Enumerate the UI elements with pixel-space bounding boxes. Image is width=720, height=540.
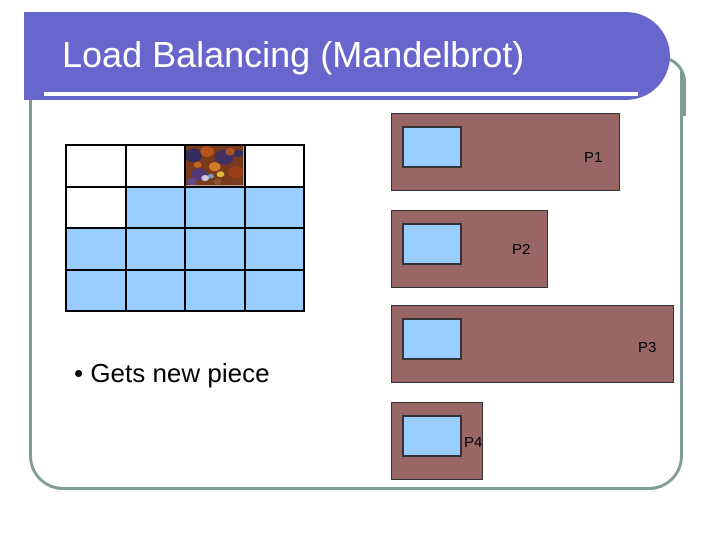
mandelbrot-piece-image bbox=[186, 146, 244, 186]
processor-p3-label: P3 bbox=[638, 339, 657, 356]
processor-p4-piece bbox=[402, 415, 462, 457]
processor-p3: P3 bbox=[391, 305, 674, 383]
title-underline bbox=[44, 92, 638, 96]
grid-cell-done bbox=[125, 145, 185, 187]
grid-cell-todo bbox=[185, 228, 245, 270]
bullet-text: • Gets new piece bbox=[74, 358, 270, 388]
processor-p3-piece bbox=[402, 318, 462, 360]
slide-frame bbox=[29, 70, 683, 490]
grid-cell-todo bbox=[125, 269, 185, 311]
processor-p1-piece bbox=[402, 126, 462, 168]
processor-p1-label: P1 bbox=[584, 149, 603, 166]
grid-cell-todo bbox=[66, 228, 126, 270]
processor-p4-label: P4 bbox=[464, 434, 483, 451]
grid-cell-todo bbox=[125, 186, 185, 228]
grid-cell-todo bbox=[66, 269, 126, 311]
processor-p2: P2 bbox=[391, 210, 548, 288]
processor-p1: P1 bbox=[391, 113, 620, 191]
grid-cell-done bbox=[66, 145, 126, 187]
grid-cell-todo bbox=[125, 228, 185, 270]
grid-cell-todo bbox=[185, 269, 245, 311]
grid-cell-todo bbox=[244, 269, 304, 311]
grid-cell-todo bbox=[244, 228, 304, 270]
grid-cell-fractal bbox=[185, 145, 245, 187]
title-bar bbox=[24, 12, 670, 100]
work-grid bbox=[65, 144, 305, 312]
processor-p2-label: P2 bbox=[512, 241, 531, 258]
grid-cell-todo bbox=[185, 186, 245, 228]
grid-cell-done bbox=[244, 145, 304, 187]
processor-p2-piece bbox=[402, 223, 462, 265]
grid-cell-done bbox=[66, 186, 126, 228]
grid-cell-todo bbox=[244, 186, 304, 228]
slide-title: Load Balancing (Mandelbrot) bbox=[62, 34, 525, 75]
processor-p4: P4 bbox=[391, 402, 483, 480]
